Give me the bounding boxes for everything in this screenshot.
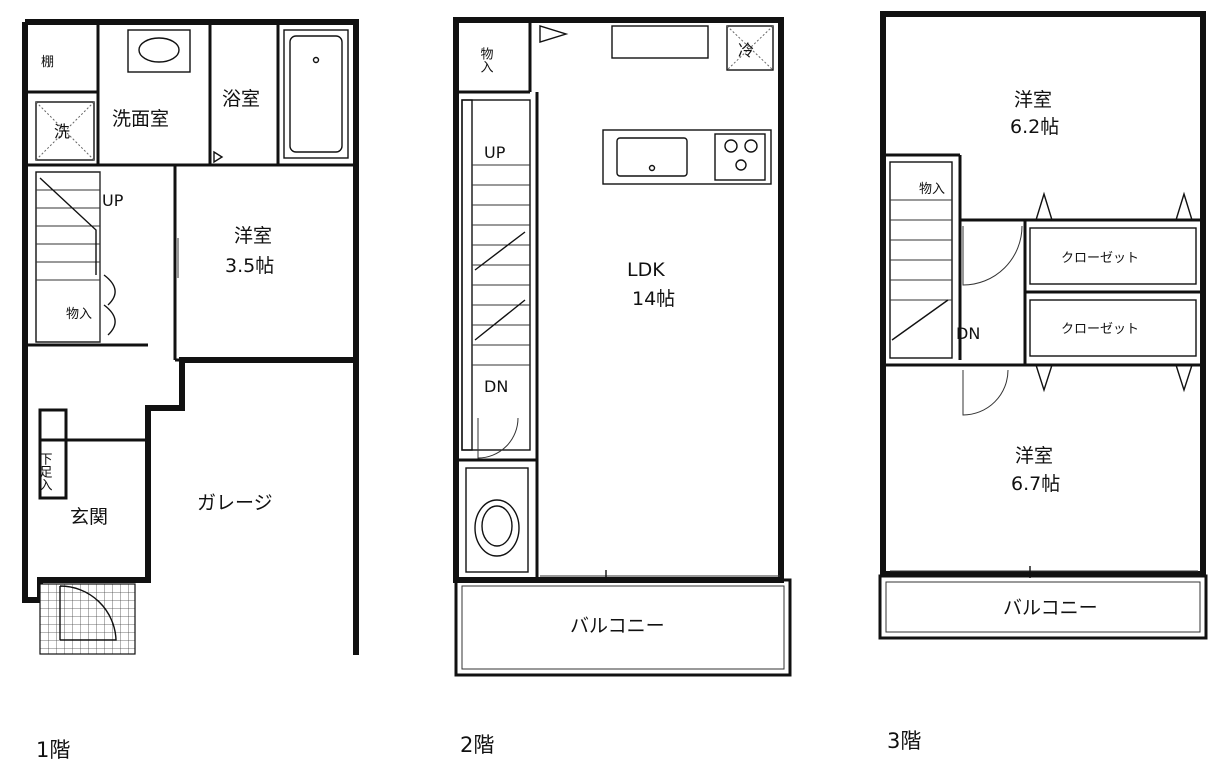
floor-2-caption: 2階: [460, 733, 494, 757]
label-balcony-2f: バルコニー: [570, 615, 665, 637]
label-up-1f: UP: [102, 191, 124, 210]
label-bedroom-1f-name: 洋室: [234, 225, 272, 247]
floor-3-caption: 3階: [887, 729, 921, 753]
floor-2-plan: [453, 17, 792, 677]
floor-1-plan: [22, 19, 359, 655]
floor-1-caption: 1階: [36, 738, 70, 762]
label-entrance: 玄関: [70, 506, 108, 528]
label-shelf: 棚: [41, 55, 54, 70]
label-closet-1f: 物入: [66, 307, 92, 322]
floor-3-plan: [878, 11, 1208, 640]
label-shoe-storage: 下足入: [37, 452, 53, 491]
label-fridge: 冷: [738, 41, 754, 60]
label-bedroom2-3f-name: 洋室: [1015, 445, 1053, 467]
label-ldk-size: 14帖: [632, 288, 675, 310]
label-up-2f: UP: [484, 143, 506, 162]
label-bedroom-1f-size: 3.5帖: [225, 255, 274, 277]
label-garage: ガレージ: [197, 492, 273, 514]
label-balcony-3f: バルコニー: [1003, 597, 1098, 619]
label-ldk-name: LDK: [627, 259, 665, 281]
label-dn-2f: DN: [484, 377, 508, 396]
label-closet-small-3f: 物入: [919, 182, 945, 197]
label-bedroom1-3f-name: 洋室: [1014, 89, 1052, 111]
label-closet-2f: 物入: [478, 47, 494, 73]
label-bedroom2-3f-size: 6.7帖: [1011, 473, 1060, 495]
label-closet2-3f: クローゼット: [1061, 322, 1139, 337]
label-bedroom1-3f-size: 6.2帖: [1010, 116, 1059, 138]
label-washroom: 洗面室: [112, 108, 169, 130]
label-closet1-3f: クローゼット: [1061, 251, 1139, 266]
label-dn-3f: DN: [956, 324, 980, 343]
label-bath: 浴室: [222, 88, 260, 110]
label-laundry: 洗: [54, 122, 70, 141]
